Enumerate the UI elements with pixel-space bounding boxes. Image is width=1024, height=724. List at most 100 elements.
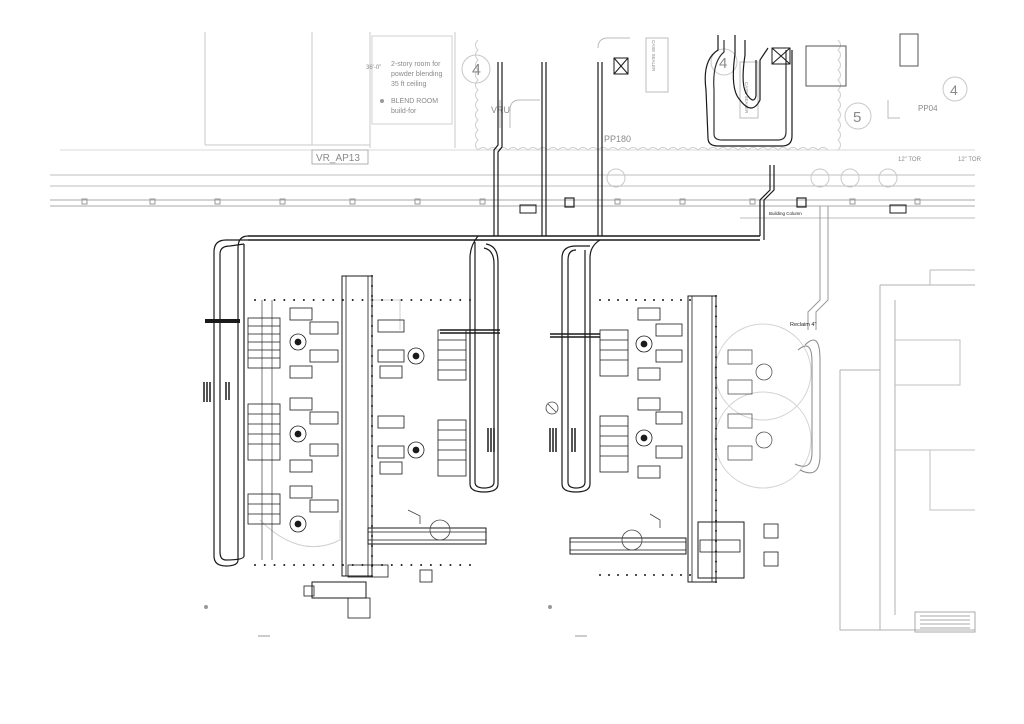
tag-pp04: PP04: [918, 104, 938, 113]
equipment-dot: [390, 564, 393, 566]
equipment-dot: [715, 499, 717, 502]
tag-reclaim: Reclaim 4": [790, 322, 816, 328]
equipment-dot: [371, 455, 373, 457]
equipment-dot: [371, 365, 373, 367]
equipment-dot: [449, 564, 452, 566]
station-rows-left-c: [247, 485, 339, 533]
equipment-dot: [671, 299, 673, 301]
equipment-dot: [715, 509, 717, 512]
equipment-dot: [671, 574, 673, 576]
room-note-line1: 2-story room for: [391, 61, 441, 68]
conveyor-network: [213, 35, 793, 567]
production-cell-left: [203, 275, 500, 619]
equipment-dot: [429, 299, 432, 301]
equipment-dot: [608, 299, 610, 301]
equipment-dot: [312, 564, 315, 566]
equipment-dot: [400, 299, 403, 301]
equipment-dot: [626, 299, 628, 301]
equipment-dot: [599, 299, 601, 301]
dim-label: 36'-0": [366, 65, 381, 71]
equipment-dot: [371, 445, 373, 447]
equipment-dot: [608, 574, 610, 576]
equipment-dot: [662, 574, 664, 576]
equipment-dot: [715, 489, 717, 492]
equipment-dot: [680, 574, 682, 576]
equipment-dot: [439, 299, 442, 301]
tag-vr-ap13: VR_AP13: [316, 153, 360, 164]
tag-building-column: Building Column: [769, 211, 802, 216]
equipment-dot: [351, 564, 354, 566]
annotation-text: 36'-0" 2-story room for powder blending …: [311, 40, 982, 328]
equipment-dot: [273, 564, 276, 566]
station-rows-right-c: [727, 349, 773, 461]
equipment-dot: [371, 345, 373, 347]
equipment-dot: [715, 427, 717, 430]
equipment-dot: [283, 564, 286, 566]
equipment-dot: [332, 299, 335, 301]
blend-note-line1: BLEND ROOM: [391, 98, 438, 105]
grid-bubble-label: 4: [472, 62, 481, 79]
equipment-dot: [653, 574, 655, 576]
equipment-dot: [715, 386, 717, 389]
equipment-dot: [715, 448, 717, 451]
equipment-dot: [715, 315, 717, 318]
equipment-dot: [715, 305, 717, 308]
equipment-dot: [312, 299, 315, 301]
tag-case-sealer: CASE SEALER: [651, 40, 656, 72]
grid-bubble-label: 4: [719, 55, 727, 72]
equipment-dot: [680, 299, 682, 301]
equipment-dot: [361, 299, 364, 301]
equipment-dot: [644, 574, 646, 576]
equipment-dot: [371, 299, 374, 301]
equipment-dot: [371, 415, 373, 417]
equipment-dot: [662, 299, 664, 301]
station-rows-right-a: [599, 307, 683, 381]
equipment-dot: [459, 564, 462, 566]
equipment-dot: [371, 475, 373, 477]
equipment-dot: [635, 574, 637, 576]
equipment-dot: [429, 564, 432, 566]
equipment-dot: [381, 564, 384, 566]
equipment-dot: [715, 376, 717, 379]
equipment-dot: [371, 525, 373, 527]
equipment-dot: [371, 435, 373, 437]
tag-case-sealer-2: CASE SEALER: [744, 82, 749, 114]
equipment-dot: [302, 564, 305, 566]
equipment-dot: [381, 299, 384, 301]
equipment-dot: [644, 299, 646, 301]
equipment-dot: [715, 458, 717, 461]
tag-pp180: PP180: [604, 134, 631, 144]
equipment-dot: [371, 565, 373, 567]
equipment-dot: [371, 305, 373, 307]
station-rows-right-b: [599, 397, 683, 479]
room-note-line3: 35 ft ceiling: [391, 81, 427, 88]
equipment-dot: [371, 335, 373, 337]
tag-tor-b: 12" TOR: [958, 157, 982, 163]
equipment-dot: [371, 385, 373, 387]
equipment-dot: [371, 545, 373, 547]
equipment-dot: [371, 505, 373, 507]
equipment-dot: [715, 356, 717, 359]
equipment-dot: [263, 564, 266, 566]
station-rows-left-a: [247, 307, 339, 379]
equipment-dot: [371, 535, 373, 537]
equipment-dot: [400, 564, 403, 566]
equipment-markers: [254, 275, 717, 583]
equipment-dot: [322, 564, 325, 566]
equipment-dot: [283, 299, 286, 301]
equipment-dot: [469, 564, 471, 566]
equipment-dot: [390, 299, 393, 301]
equipment-dot: [617, 574, 619, 576]
equipment-dot: [371, 465, 373, 467]
equipment-dot: [371, 295, 373, 297]
equipment-dot: [420, 564, 423, 566]
equipment-dot: [715, 438, 717, 440]
equipment-dot: [599, 574, 601, 576]
equipment-dot: [410, 564, 413, 566]
equipment-dot: [371, 375, 373, 377]
equipment-dot: [715, 560, 717, 563]
equipment-dot: [371, 405, 373, 407]
equipment-dot: [371, 355, 373, 357]
equipment-dot: [617, 299, 619, 301]
